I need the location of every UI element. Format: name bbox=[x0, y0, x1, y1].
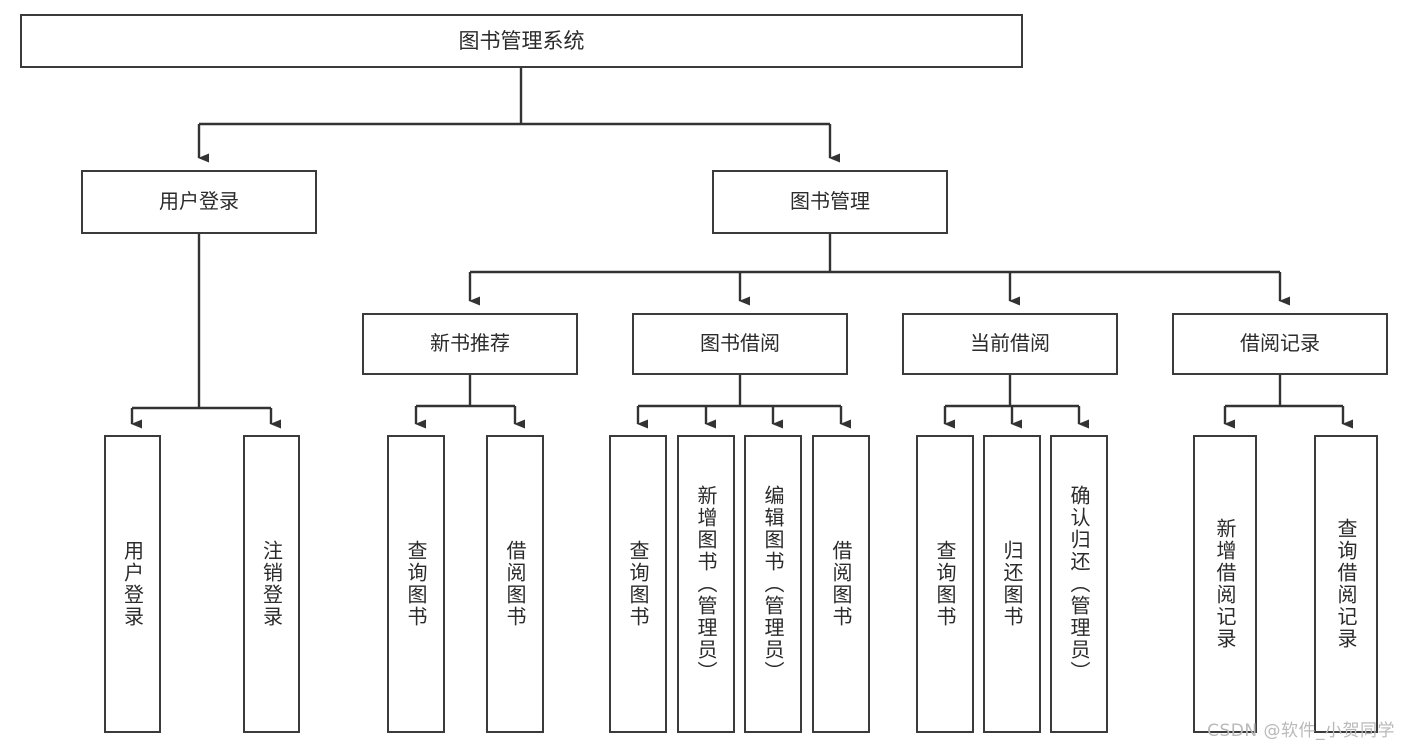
node-user-login[interactable]: 用户登录 bbox=[81, 170, 317, 234]
leaf-user-login[interactable]: 用户登录 bbox=[104, 435, 161, 733]
node-label: 图书借阅 bbox=[700, 331, 780, 356]
leaf-query-borrow-record[interactable]: 查询借阅记录 bbox=[1314, 435, 1378, 733]
node-label: 查询图书 bbox=[933, 540, 957, 628]
node-borrow-record[interactable]: 借阅记录 bbox=[1172, 313, 1388, 375]
node-label: 查询图书 bbox=[404, 540, 428, 628]
node-label: 图书管理 bbox=[790, 189, 870, 214]
leaf-return-book[interactable]: 归还图书 bbox=[983, 435, 1041, 733]
node-label: 当前借阅 bbox=[970, 331, 1050, 356]
node-label: 借阅图书 bbox=[829, 540, 853, 628]
node-label: 编辑图书（管理员） bbox=[761, 485, 785, 683]
node-label: 借阅记录 bbox=[1240, 331, 1320, 356]
leaf-confirm-return-admin[interactable]: 确认归还（管理员） bbox=[1050, 435, 1108, 733]
node-book-management[interactable]: 图书管理 bbox=[712, 170, 948, 234]
node-current-borrow[interactable]: 当前借阅 bbox=[902, 313, 1118, 375]
node-book-borrow[interactable]: 图书借阅 bbox=[632, 313, 848, 375]
node-label: 注销登录 bbox=[259, 540, 284, 628]
leaf-add-borrow-record[interactable]: 新增借阅记录 bbox=[1193, 435, 1257, 733]
leaf-query-book-current[interactable]: 查询图书 bbox=[916, 435, 974, 733]
leaf-query-book-borrow[interactable]: 查询图书 bbox=[609, 435, 667, 733]
leaf-edit-book-admin[interactable]: 编辑图书（管理员） bbox=[744, 435, 802, 733]
node-label: 用户登录 bbox=[159, 189, 239, 214]
node-label: 新增借阅记录 bbox=[1213, 518, 1237, 650]
node-label: 归还图书 bbox=[1000, 540, 1024, 628]
leaf-borrow-book-recommend[interactable]: 借阅图书 bbox=[486, 435, 544, 733]
node-label: 图书管理系统 bbox=[458, 28, 585, 53]
leaf-query-book-recommend[interactable]: 查询图书 bbox=[387, 435, 445, 733]
node-label: 用户登录 bbox=[120, 540, 145, 628]
leaf-add-book-admin[interactable]: 新增图书（管理员） bbox=[677, 435, 735, 733]
node-new-book-recommend[interactable]: 新书推荐 bbox=[362, 313, 578, 375]
node-label: 确认归还（管理员） bbox=[1067, 485, 1091, 683]
node-root-book-management-system[interactable]: 图书管理系统 bbox=[20, 14, 1023, 68]
leaf-logout-login[interactable]: 注销登录 bbox=[243, 435, 300, 733]
node-label: 新增图书（管理员） bbox=[694, 485, 718, 683]
node-label: 查询图书 bbox=[626, 540, 650, 628]
node-label: 查询借阅记录 bbox=[1334, 518, 1358, 650]
node-label: 新书推荐 bbox=[430, 331, 510, 356]
leaf-borrow-book[interactable]: 借阅图书 bbox=[812, 435, 870, 733]
csdn-watermark: CSDN @软件_小贺同学 bbox=[1207, 721, 1395, 741]
node-label: 借阅图书 bbox=[503, 540, 527, 628]
